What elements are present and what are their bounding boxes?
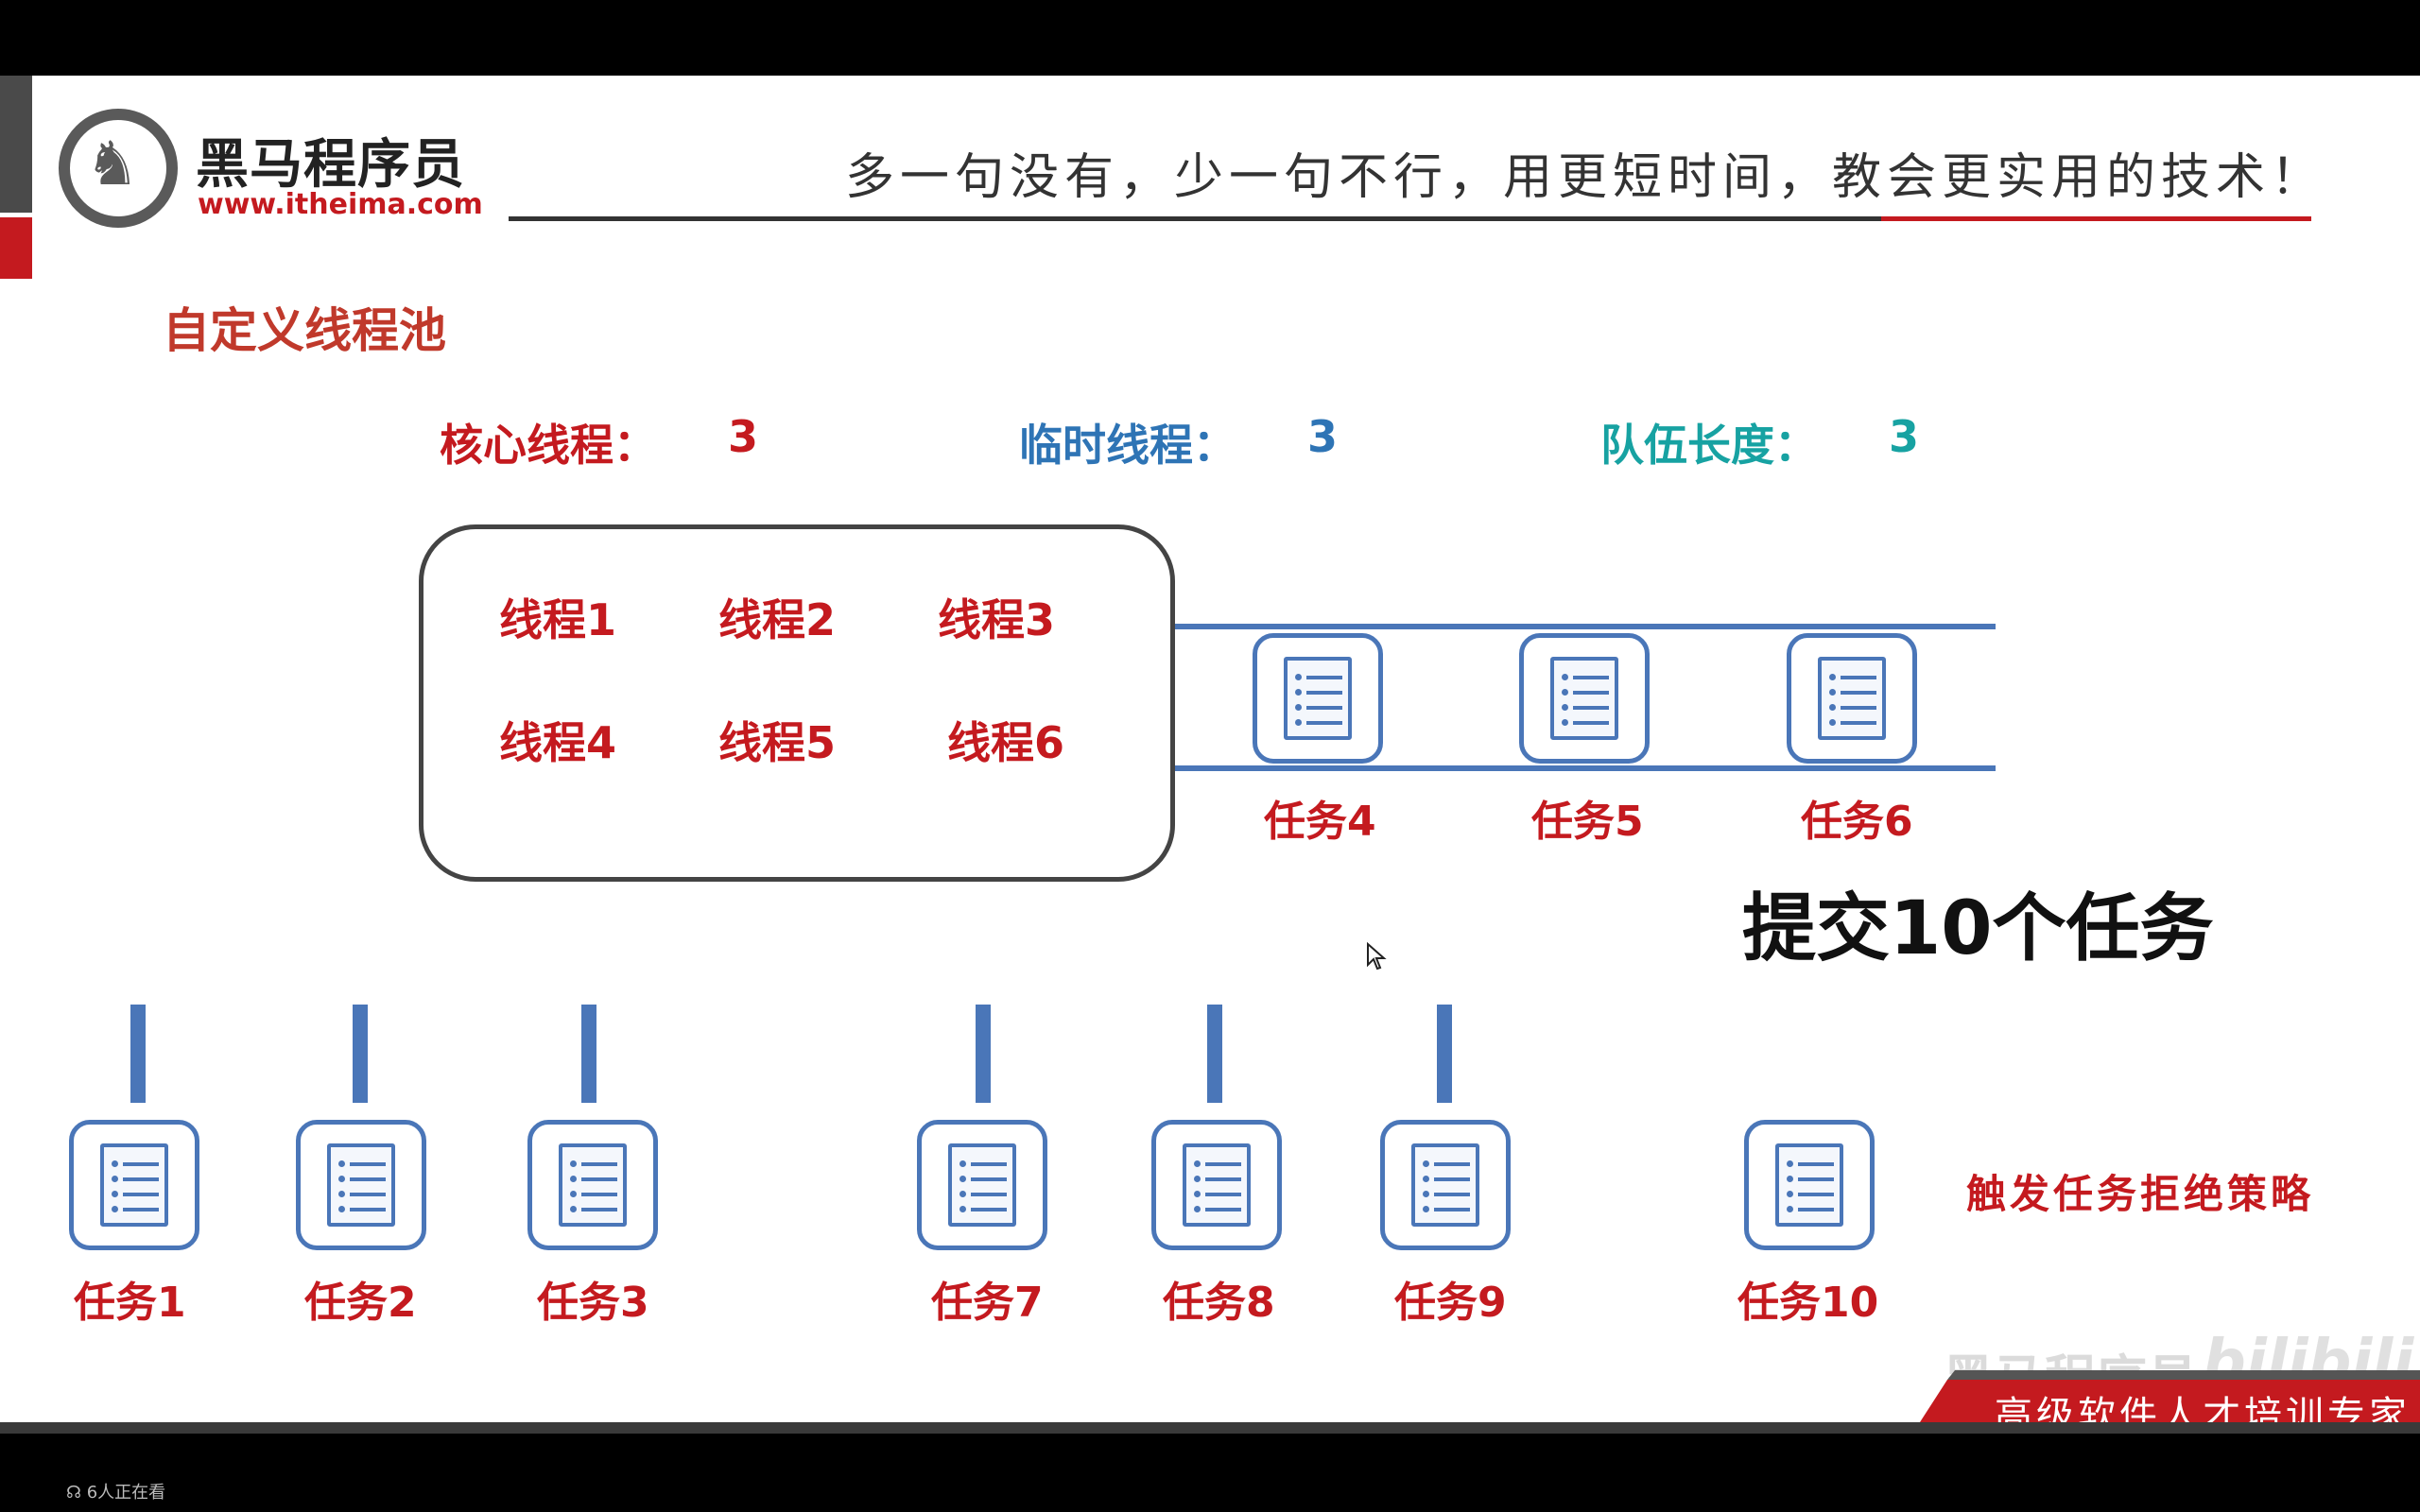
incoming-task-label: 任务2	[304, 1279, 417, 1327]
queue-top-line	[1175, 624, 1996, 629]
thread-label: 线程4	[499, 717, 617, 768]
thread-label: 线程3	[938, 594, 1056, 645]
accent-bar-red	[0, 217, 32, 279]
param-core-threads: 核心线程： 3	[440, 411, 758, 473]
task-stem	[353, 1005, 368, 1103]
header-divider	[509, 216, 2311, 221]
horse-glyph-icon: ♞	[85, 129, 140, 199]
queue-task-label: 任务6	[1801, 798, 1913, 846]
task-stem	[1207, 1005, 1222, 1103]
task-document-icon	[1380, 1120, 1511, 1250]
slide-bottom-bar	[0, 1422, 2420, 1434]
footer-ribbon-text: 高级软件人才培训专家	[1995, 1394, 2411, 1427]
incoming-task-label: 任务9	[1394, 1279, 1507, 1327]
param-value: 3	[1307, 411, 1339, 462]
task-document-icon	[1519, 633, 1650, 764]
task-document-icon	[1787, 633, 1917, 764]
viewer-count: ☊ 6人正在看	[66, 1479, 165, 1503]
incoming-task-label: 任务1	[74, 1279, 186, 1327]
queue-task-label: 任务5	[1531, 798, 1644, 846]
task-document-icon	[527, 1120, 658, 1250]
incoming-task-label: 任务3	[537, 1279, 649, 1327]
thread-label: 线程6	[947, 717, 1065, 768]
task-document-icon	[1744, 1120, 1875, 1250]
task-document-icon	[296, 1120, 426, 1250]
brand-logo: ♞ 黑马程序员 www.itheima.com	[59, 109, 484, 232]
incoming-task-label: 任务7	[931, 1279, 1044, 1327]
brand-url: www.itheima.com	[198, 188, 483, 221]
task-document-icon	[917, 1120, 1047, 1250]
submit-tasks-label: 提交10个任务	[1742, 886, 2214, 971]
param-value: 3	[1889, 411, 1920, 462]
viewers-icon: ☊	[66, 1483, 87, 1503]
slogan: 多一句没有，少一句不行，用更短时间，教会更实用的技术！	[844, 149, 2325, 206]
mouse-cursor-icon	[1367, 942, 1387, 971]
accent-bar-dark	[0, 76, 32, 213]
viewer-count-text: 6人正在看	[86, 1483, 166, 1503]
header-divider-accent	[1881, 216, 2311, 221]
incoming-task-label: 任务8	[1163, 1279, 1275, 1327]
thread-label: 线程1	[499, 594, 617, 645]
brand-name: 黑马程序员	[196, 134, 465, 196]
incoming-task-label: 任务10	[1737, 1279, 1879, 1327]
param-label: 队伍长度：	[1600, 420, 1818, 471]
param-label: 核心线程：	[440, 420, 657, 471]
task-document-icon	[1253, 633, 1383, 764]
task-document-icon	[1151, 1120, 1282, 1250]
param-value: 3	[728, 411, 759, 462]
param-label: 临时线程：	[1019, 420, 1236, 471]
ribbon-shadow	[1947, 1370, 2420, 1380]
thread-pool-box	[419, 524, 1175, 882]
thread-label: 线程2	[718, 594, 837, 645]
queue-task-label: 任务4	[1264, 798, 1376, 846]
thread-label: 线程5	[718, 717, 837, 768]
reject-policy-label: 触发任务拒绝策略	[1966, 1171, 2315, 1217]
task-stem	[130, 1005, 146, 1103]
task-stem	[1437, 1005, 1452, 1103]
footer-ribbon	[1910, 1380, 2420, 1427]
queue-bottom-line	[1175, 765, 1996, 771]
task-stem	[976, 1005, 991, 1103]
param-queue-length: 队伍长度： 3	[1600, 411, 1919, 473]
task-document-icon	[69, 1120, 199, 1250]
param-temp-threads: 临时线程： 3	[1019, 411, 1338, 473]
task-stem	[581, 1005, 596, 1103]
slide: ♞ 黑马程序员 www.itheima.com 多一句没有，少一句不行，用更短时…	[0, 76, 2420, 1427]
page-title: 自定义线程池	[163, 303, 446, 358]
